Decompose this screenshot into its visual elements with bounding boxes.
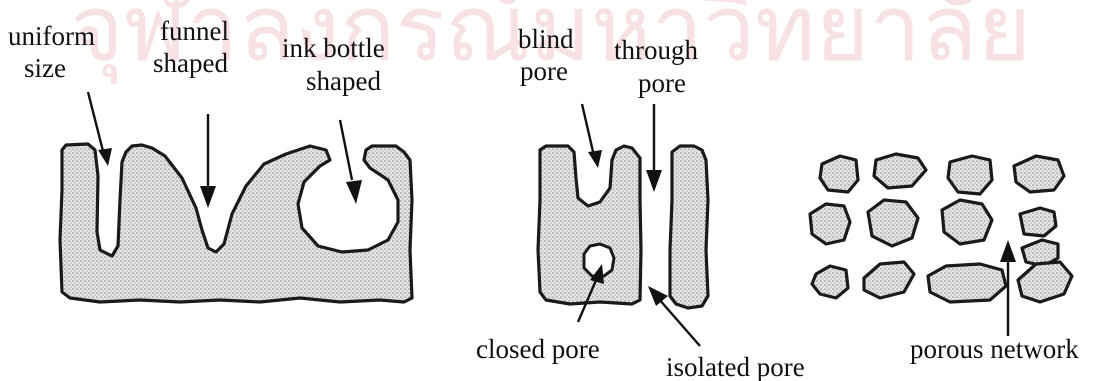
svg-text:funnel: funnel [160, 16, 229, 46]
isolated-solid-column [670, 146, 708, 308]
svg-text:pore: pore [520, 56, 568, 86]
particle [868, 200, 918, 246]
particle [864, 262, 914, 298]
solid-with-blind-pore [538, 146, 641, 304]
particle [820, 156, 858, 192]
label-closed-pore: closed pore [476, 334, 600, 364]
svg-text:size: size [24, 53, 66, 83]
arrow-funnel-shaped [200, 114, 216, 208]
particle [1014, 156, 1064, 192]
particle [928, 264, 1006, 302]
label-porous-network: porous network [910, 334, 1079, 364]
particle [942, 200, 992, 244]
particle [810, 204, 850, 244]
particle [1020, 208, 1056, 236]
arrow-ink-bottle-shaped [340, 120, 362, 204]
label-isolated-pore: isolated pore [666, 352, 805, 381]
svg-text:shaped: shaped [153, 48, 228, 78]
solid-with-open-pores [60, 144, 412, 302]
svg-text:uniform: uniform [8, 21, 95, 51]
arrow-through-pore [646, 104, 662, 192]
svg-text:blind: blind [518, 24, 574, 54]
svg-text:pore: pore [638, 68, 686, 98]
particle [812, 266, 848, 298]
particle [948, 156, 992, 194]
particle [1018, 262, 1072, 302]
svg-text:shaped: shaped [306, 66, 381, 96]
svg-text:through: through [614, 35, 698, 65]
porous-network-particles [810, 154, 1072, 302]
particle [874, 154, 926, 188]
arrow-blind-pore [582, 104, 602, 168]
svg-text:ink bottle: ink bottle [282, 33, 385, 63]
